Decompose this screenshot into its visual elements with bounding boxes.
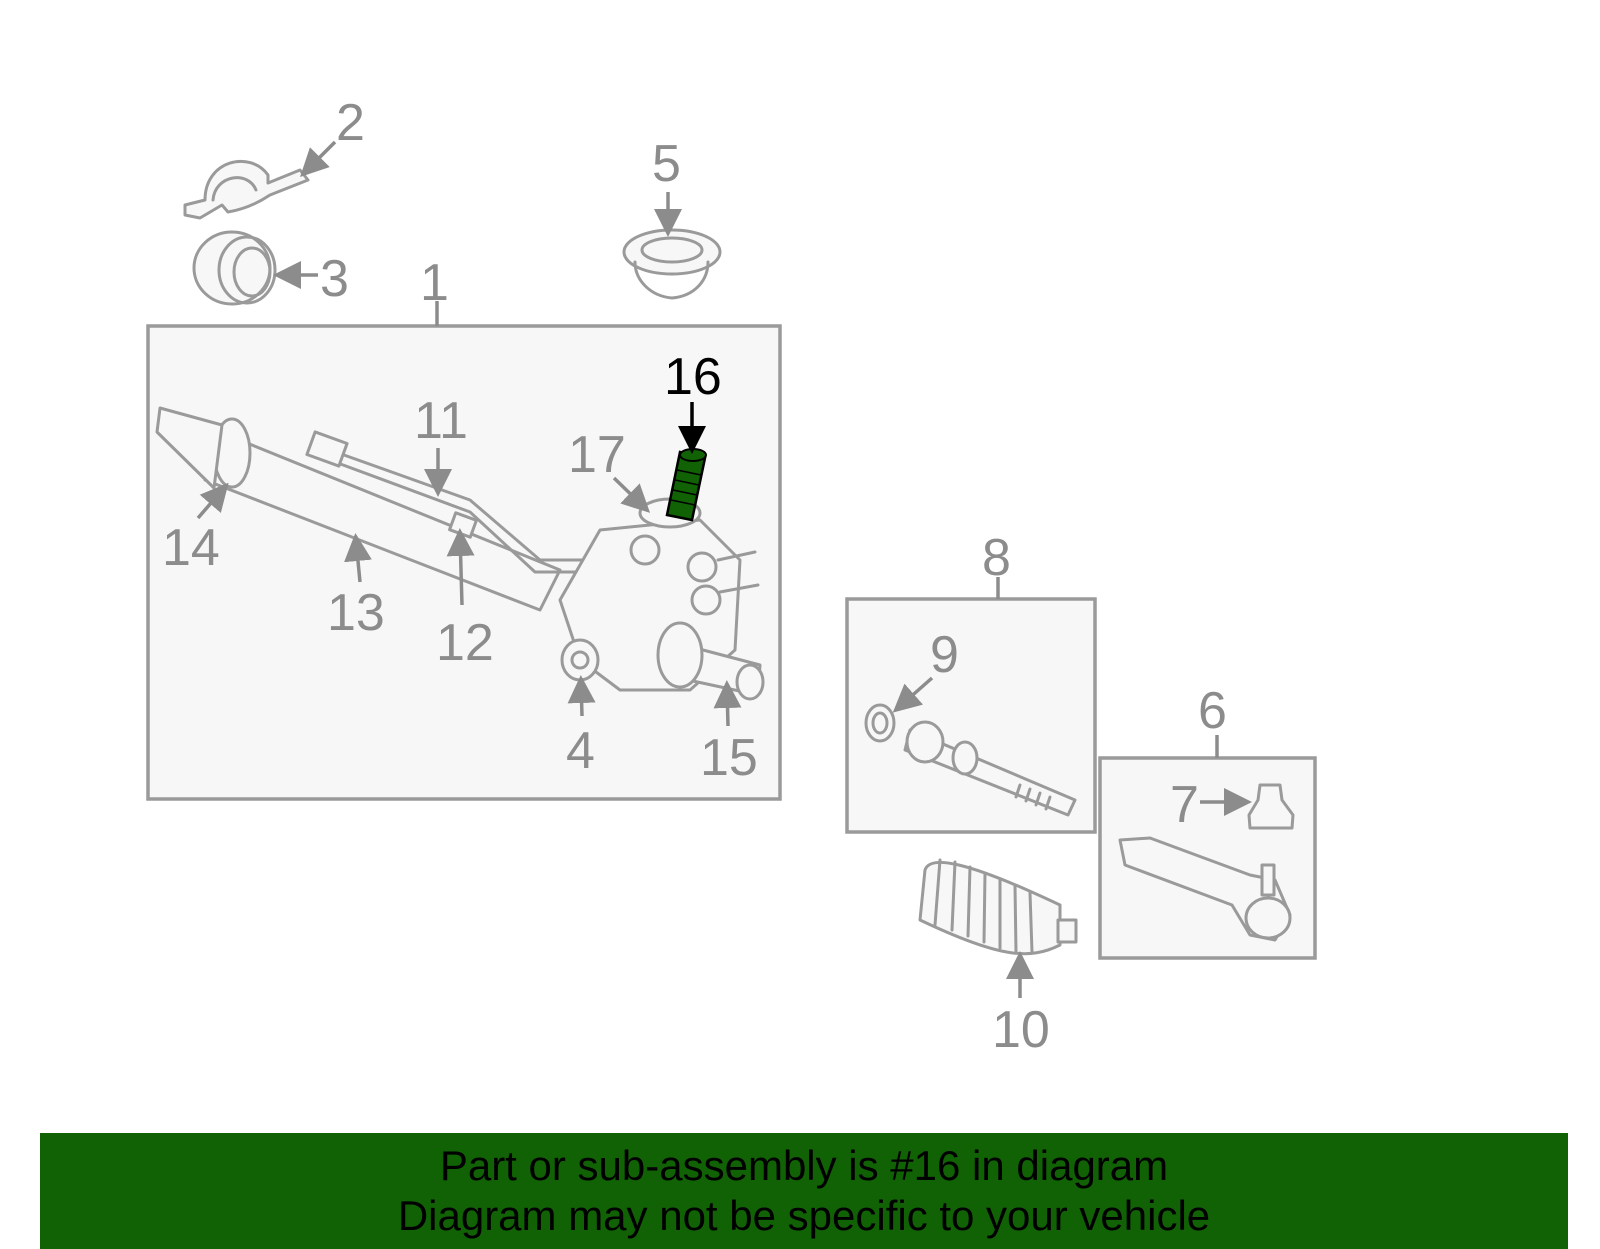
callout-3: 3: [320, 250, 349, 308]
callout-7: 7: [1170, 776, 1199, 834]
callout-6: 6: [1198, 682, 1227, 740]
callout-9: 9: [930, 626, 959, 684]
callout-13: 13: [327, 584, 385, 642]
part-9-ring[interactable]: [864, 703, 896, 743]
callout-labels: 1 2 3 4 5 6 7 8 9 10 11 12 13 14 15 16 1…: [162, 94, 1227, 1059]
part-6-outer-tie-rod-end[interactable]: [1118, 836, 1292, 942]
callout-4: 4: [566, 722, 595, 780]
callout-8: 8: [982, 529, 1011, 587]
callout-11: 11: [414, 392, 468, 450]
callout-17: 17: [568, 426, 626, 484]
part-1-steering-rack-assembly[interactable]: [155, 406, 765, 701]
leader-lines: [196, 140, 1252, 998]
callout-14: 14: [162, 519, 220, 577]
part-2-clamp-bracket[interactable]: [183, 159, 310, 220]
part-8-inner-tie-rod[interactable]: [903, 720, 1077, 817]
part-10-boot[interactable]: [918, 858, 1078, 956]
part-7-boot-cap[interactable]: [1247, 783, 1295, 830]
callout-1: 1: [420, 254, 449, 312]
banner-line-1: Part or sub-assembly is #16 in diagram: [439, 1142, 1169, 1189]
banner-line-2: Diagram may not be specific to your vehi…: [397, 1192, 1211, 1239]
callout-16: 16: [664, 348, 722, 406]
part-3-bushing[interactable]: [192, 230, 277, 306]
callout-5: 5: [652, 135, 681, 193]
callout-10: 10: [992, 1001, 1050, 1059]
callout-2: 2: [336, 94, 365, 152]
callout-12: 12: [436, 614, 494, 672]
info-banner: Part or sub-assembly is #16 in diagram D…: [40, 1133, 1568, 1249]
part-5-seal[interactable]: [622, 228, 722, 300]
callout-15: 15: [700, 729, 758, 787]
